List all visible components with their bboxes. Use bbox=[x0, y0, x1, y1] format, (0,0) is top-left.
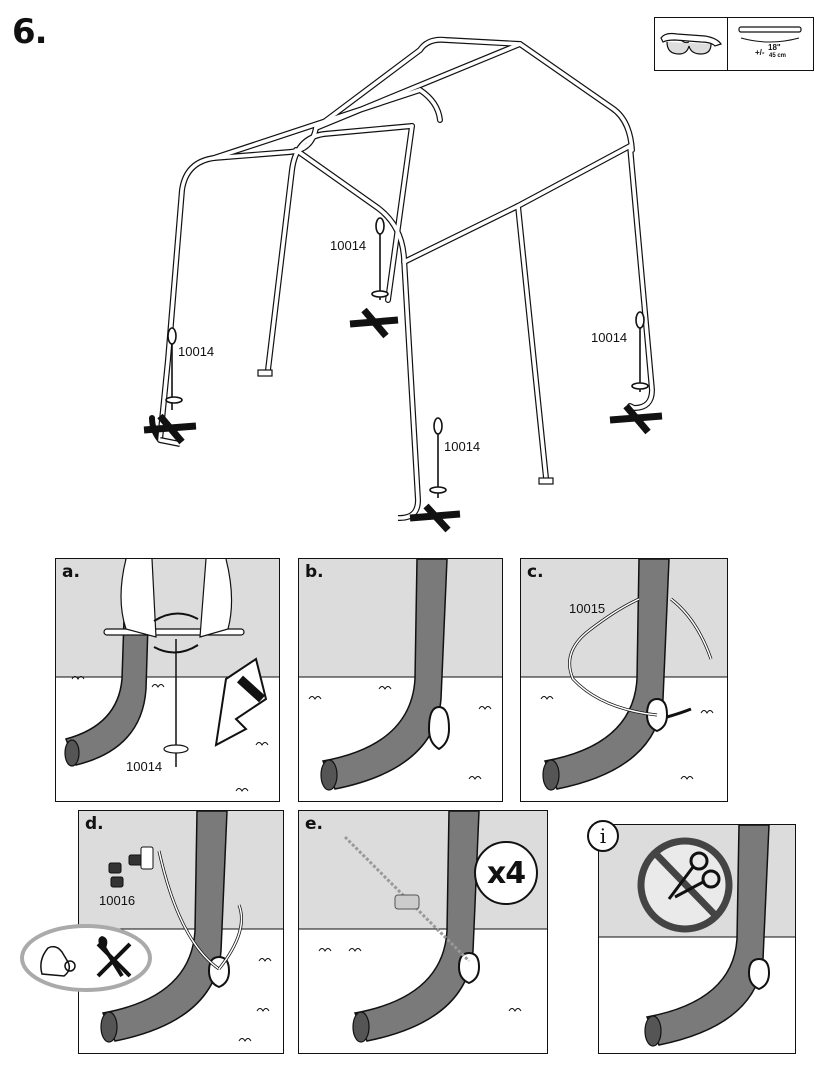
tools-divider bbox=[727, 18, 728, 70]
safety-glasses-icon bbox=[660, 32, 722, 55]
panel-c-part-label: 10015 bbox=[569, 601, 606, 616]
hand-tighten-only-icon bbox=[20, 924, 152, 992]
tolerance-label: +/- bbox=[755, 48, 765, 57]
measurement-metric-label: 45 cm bbox=[769, 53, 787, 59]
ruler-icon bbox=[738, 26, 802, 43]
panel-b-letter: b. bbox=[305, 562, 324, 582]
step-number: 6. bbox=[12, 12, 48, 52]
panel-info bbox=[598, 824, 796, 1054]
greenhouse-frame-illustration bbox=[143, 36, 663, 533]
panel-b: b. bbox=[298, 558, 503, 802]
anchor-label-front-left: 10014 bbox=[178, 344, 215, 359]
panel-d-letter: d. bbox=[85, 814, 104, 834]
tools-box: 18" +/- 45 cm bbox=[654, 17, 814, 71]
panel-c: c. 10015 bbox=[520, 558, 728, 802]
panel-a-letter: a. bbox=[62, 562, 80, 582]
panel-d-part-label: 10016 bbox=[99, 893, 136, 908]
quantity-badge: x4 bbox=[474, 841, 538, 905]
panel-e-letter: e. bbox=[305, 814, 323, 834]
panel-a: a. 10014 bbox=[55, 558, 280, 802]
anchor-label-back-left: 10014 bbox=[330, 238, 367, 253]
panel-c-letter: c. bbox=[527, 562, 544, 582]
panel-a-part-label: 10014 bbox=[126, 759, 163, 774]
info-icon: i bbox=[587, 820, 619, 852]
anchor-label-back-right: 10014 bbox=[591, 330, 628, 345]
anchor-label-front-right: 10014 bbox=[444, 439, 481, 454]
measurement-label: 18" bbox=[768, 43, 781, 52]
panel-e: e. bbox=[298, 810, 548, 1054]
